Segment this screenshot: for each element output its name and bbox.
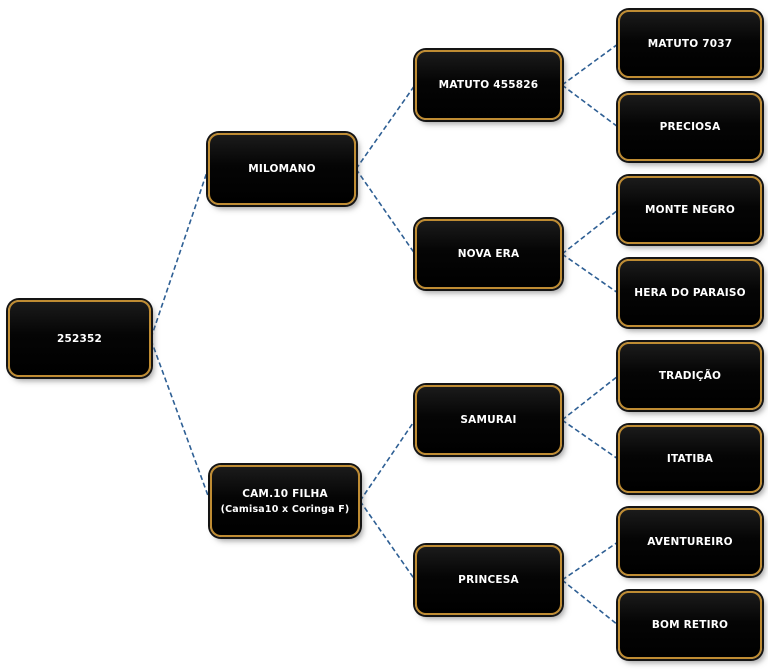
node-dam-dam[interactable]: PRINCESA — [415, 545, 562, 615]
node-label: TRADIÇÃO — [658, 370, 722, 382]
node-sire-sire-sire[interactable]: MATUTO 7037 — [618, 10, 762, 78]
connector-sire-ss — [355, 84, 416, 170]
node-label: BOM RETIRO — [651, 619, 729, 631]
node-label: PRINCESA — [458, 574, 519, 586]
connector-ss-sss — [561, 43, 619, 86]
node-label: SAMURAI — [460, 414, 517, 426]
connector-subject-dam — [150, 339, 211, 502]
node-label: CAM.10 FILHA — [242, 487, 328, 500]
node-sublabel: (Camisa10 x Coringa F) — [220, 503, 350, 515]
node-subject[interactable]: 252352 — [8, 300, 151, 377]
node-label: PRECIOSA — [659, 121, 721, 133]
node-dam-sire-dam[interactable]: ITATIBA — [618, 425, 762, 493]
node-dam-sire[interactable]: SAMURAI — [415, 385, 562, 455]
node-sire-dam[interactable]: NOVA ERA — [415, 219, 562, 289]
node-sire-sire[interactable]: MATUTO 455826 — [415, 50, 562, 120]
connector-sire-sd — [355, 168, 416, 255]
node-label: MILOMANO — [248, 163, 316, 175]
connector-sd-sds — [561, 209, 619, 255]
node-sire[interactable]: MILOMANO — [208, 133, 356, 205]
node-label: AVENTUREIRO — [647, 536, 733, 548]
node-dam-dam-dam[interactable]: BOM RETIRO — [618, 591, 762, 659]
node-sire-dam-sire[interactable]: MONTE NEGRO — [618, 176, 762, 244]
connector-dam-ds — [359, 419, 416, 502]
connector-dd-ddd — [561, 579, 619, 626]
node-dam[interactable]: CAM.10 FILHA (Camisa10 x Coringa F) — [210, 465, 360, 537]
node-label: MATUTO 455826 — [438, 79, 539, 91]
connector-dd-dds — [561, 541, 619, 581]
connector-subject-sire — [150, 168, 209, 339]
node-label: MONTE NEGRO — [645, 204, 735, 216]
connector-ds-dsd — [561, 419, 619, 460]
connector-ss-ssd — [561, 84, 619, 128]
connector-ds-dss — [561, 375, 619, 421]
node-label: MATUTO 7037 — [647, 38, 733, 50]
node-dam-dam-sire[interactable]: AVENTUREIRO — [618, 508, 762, 576]
node-sire-sire-dam[interactable]: PRECIOSA — [618, 93, 762, 161]
node-label: HERA DO PARAISO — [634, 287, 746, 299]
node-label: ITATIBA — [666, 453, 714, 465]
node-label: 252352 — [56, 332, 103, 345]
connector-sd-sdd — [561, 253, 619, 294]
node-dam-sire-sire[interactable]: TRADIÇÃO — [618, 342, 762, 410]
node-label: NOVA ERA — [457, 248, 520, 260]
node-sire-dam-dam[interactable]: HERA DO PARAISO — [618, 259, 762, 327]
connector-dam-dd — [359, 500, 416, 581]
